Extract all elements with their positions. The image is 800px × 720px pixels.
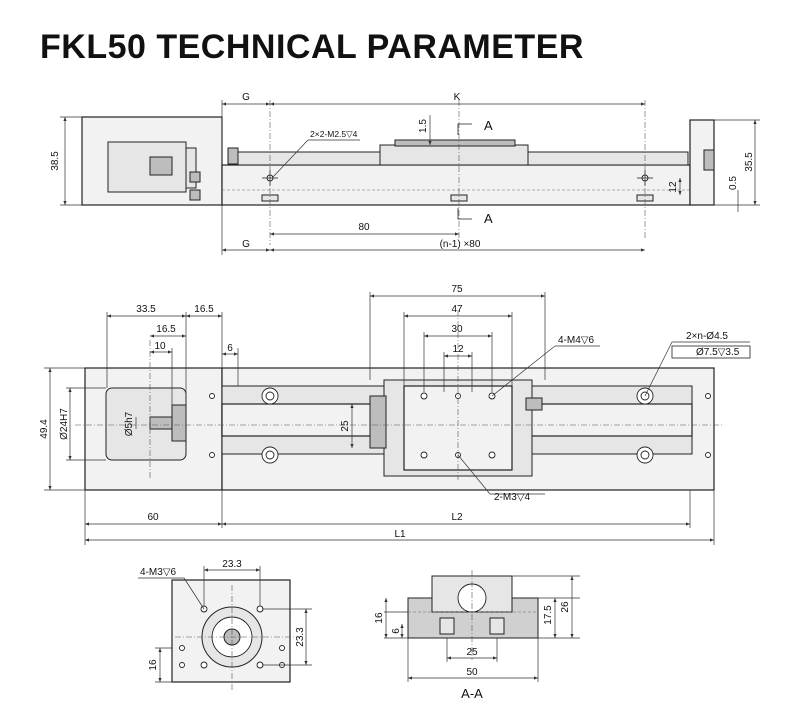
dim-l2: L2 — [451, 512, 463, 523]
shaft-top — [149, 416, 173, 430]
end-note-m3: 4-M3▽6 — [140, 567, 176, 578]
dim-10: 10 — [154, 341, 166, 352]
dim-75: 75 — [451, 284, 463, 295]
dim-mid: 12 — [668, 181, 679, 193]
dim-12: 12 — [452, 344, 464, 355]
sec-dim-25: 25 — [466, 647, 478, 658]
dim-25: 25 — [340, 420, 351, 432]
side-view: G K G 80 (n-1) ×80 38.5 35.5 0.5 12 1.5 … — [50, 92, 760, 255]
dim-pitch-n: (n-1) ×80 — [440, 239, 481, 250]
dim-30: 30 — [451, 324, 463, 335]
note-holes-2: Ø7.5▽3.5 — [696, 347, 740, 358]
end-dim-width: 23.3 — [222, 559, 242, 570]
dim-49-4: 49.4 — [39, 419, 50, 439]
dim-6: 6 — [227, 343, 233, 354]
dim-60: 60 — [147, 512, 159, 523]
sec-dim-17-5: 17.5 — [543, 605, 554, 625]
dim-k: K — [454, 92, 461, 103]
end-plate — [185, 147, 197, 189]
dim-top-gap: 1.5 — [418, 119, 429, 133]
sec-dim-26: 26 — [560, 601, 571, 613]
coupling-top — [171, 404, 187, 442]
sec-dim-6: 6 — [391, 628, 402, 634]
dim-16-5-right: 16.5 — [194, 304, 214, 315]
top-view: 75 47 30 12 33.5 16.5 16.5 10 6 49.4 — [39, 284, 751, 545]
end-dim-height: 23.3 — [295, 627, 306, 647]
section-view: 16 6 17.5 26 25 50 A-A — [374, 570, 580, 701]
section-label: A-A — [461, 686, 483, 701]
dim-33-5: 33.5 — [136, 304, 156, 315]
thread-note: 2×2-M2.5▽4 — [310, 129, 358, 139]
note-holes-1: 2×n-Ø4.5 — [686, 331, 728, 342]
coupling-housing — [107, 141, 187, 193]
carriage-top — [394, 139, 516, 147]
note-m3: 2-M3▽4 — [494, 492, 530, 503]
dim-offset: 0.5 — [728, 176, 739, 190]
dim-l1: L1 — [394, 529, 406, 540]
dim-47: 47 — [451, 304, 463, 315]
end-dim-16: 16 — [148, 659, 159, 671]
section-letter-top: A — [484, 118, 493, 133]
carriage — [379, 144, 529, 166]
screw-nut — [227, 147, 239, 165]
dim-16-5-left: 16.5 — [156, 324, 176, 335]
bolt-head-2 — [189, 189, 201, 201]
dim-5h7: Ø5h7 — [124, 411, 135, 436]
dim-24h7: Ø24H7 — [59, 408, 70, 440]
coupling — [149, 156, 173, 176]
end-bolt — [703, 149, 715, 171]
dim-g-top: G — [242, 92, 250, 103]
bolt-head — [189, 171, 201, 183]
note-m4: 4-M4▽6 — [558, 335, 594, 346]
sec-dim-16: 16 — [374, 612, 385, 624]
dim-height-left: 38.5 — [50, 151, 61, 171]
dim-height-right: 35.5 — [744, 152, 755, 172]
sec-dim-50: 50 — [466, 667, 478, 678]
dim-g-bottom: G — [242, 239, 250, 250]
section-mark-bottom — [457, 208, 472, 220]
section-letter-bottom: A — [484, 211, 493, 226]
dim-pitch: 80 — [358, 222, 370, 233]
page-title: FKL50 TECHNICAL PARAMETER — [40, 28, 584, 66]
section-mark-top — [457, 123, 472, 135]
end-view: 23.3 23.3 16 4-M3▽6 — [138, 559, 312, 690]
